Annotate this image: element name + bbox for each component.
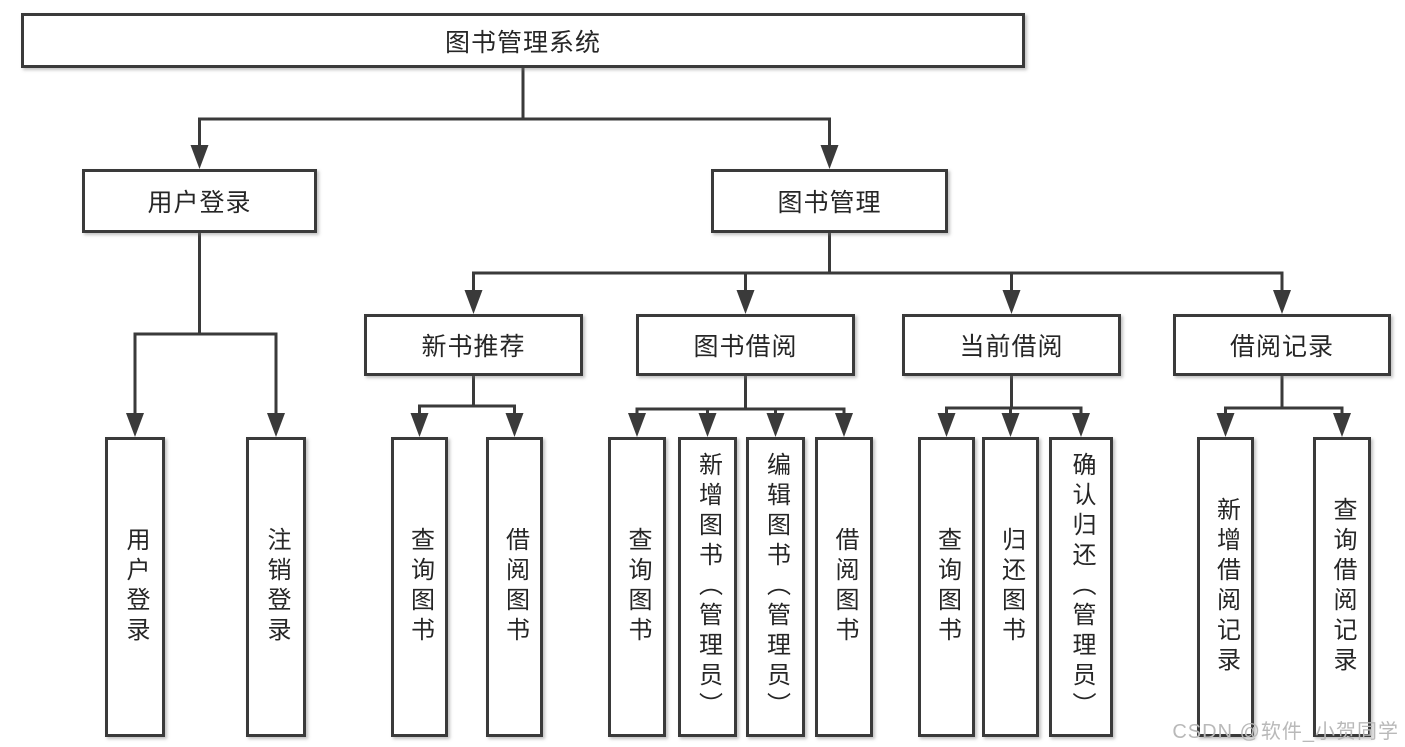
node-nbr-borrow: 借阅图书 — [486, 437, 543, 737]
node-label: 用户登录 — [147, 189, 252, 217]
node-label: 新增图书（管理员） — [694, 452, 722, 722]
node-label: 借阅图书 — [831, 527, 858, 647]
node-bb-add: 新增图书（管理员） — [678, 437, 737, 737]
node-label: 查询图书 — [933, 527, 961, 647]
node-label: 编辑图书（管理员） — [762, 452, 790, 722]
node-label: 借阅图书 — [501, 527, 529, 647]
node-label: 图书管理系统 — [444, 28, 601, 57]
node-label: 注销登录 — [263, 527, 290, 647]
node-cb-confirm: 确认归还（管理员） — [1049, 437, 1113, 737]
node-br-query: 查询借阅记录 — [1313, 437, 1371, 737]
node-label: 图书借阅 — [693, 333, 798, 361]
node-label: 查询借阅记录 — [1329, 497, 1356, 677]
node-bb-edit: 编辑图书（管理员） — [746, 437, 805, 737]
node-new-book-rec: 新书推荐 — [364, 314, 583, 376]
node-book-borrow: 图书借阅 — [636, 314, 855, 376]
node-label: 借阅记录 — [1229, 333, 1334, 361]
node-label: 归还图书 — [997, 527, 1025, 647]
node-leaf-logout: 注销登录 — [246, 437, 306, 737]
node-cb-return: 归还图书 — [982, 437, 1039, 737]
node-borrow-records: 借阅记录 — [1173, 314, 1391, 376]
node-label: 查询图书 — [406, 527, 434, 647]
node-cb-query: 查询图书 — [918, 437, 975, 737]
node-leaf-user-login: 用户登录 — [105, 437, 165, 737]
node-bb-query: 查询图书 — [608, 437, 666, 737]
node-label: 查询图书 — [624, 527, 651, 647]
node-label: 图书管理 — [777, 189, 882, 217]
node-book-mgmt: 图书管理 — [711, 169, 948, 233]
node-current-borrow: 当前借阅 — [902, 314, 1121, 376]
node-label: 用户登录 — [122, 527, 149, 647]
node-label: 确认归还（管理员） — [1068, 452, 1095, 722]
node-label: 新书推荐 — [421, 333, 526, 361]
node-label: 新增借阅记录 — [1212, 497, 1240, 677]
node-br-add: 新增借阅记录 — [1197, 437, 1254, 737]
node-bb-borrow: 借阅图书 — [815, 437, 873, 737]
node-root: 图书管理系统 — [21, 13, 1025, 68]
watermark: CSDN @软件_小贺同学 — [1172, 721, 1399, 743]
node-label: 当前借阅 — [959, 333, 1064, 361]
node-nbr-query: 查询图书 — [391, 437, 448, 737]
node-user-login: 用户登录 — [82, 169, 317, 233]
